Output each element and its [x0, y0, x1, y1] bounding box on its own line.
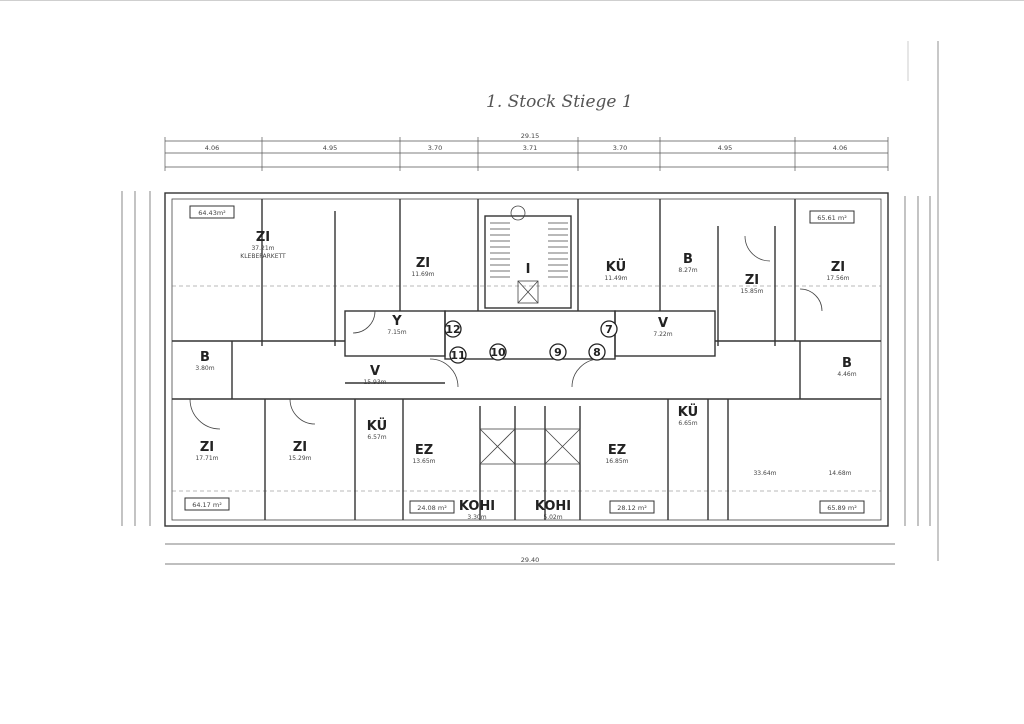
room-area: 37.21m — [251, 245, 274, 252]
room-name: ZI — [293, 440, 307, 455]
unit-area-box — [409, 500, 455, 514]
unit-area-box — [819, 500, 865, 514]
door-number: 10 — [490, 346, 506, 359]
room-area: 11.49m — [604, 275, 627, 282]
room-area: 15.85m — [740, 288, 763, 295]
door-number: 7 — [605, 323, 613, 336]
dim-top-seg: 3.70 — [428, 144, 442, 152]
room-name: KÜ — [606, 259, 626, 275]
dim-top-seg: 4.95 — [718, 144, 732, 152]
room-area: 7.22m — [653, 331, 672, 338]
room-name: Y — [391, 314, 402, 329]
room-area: 17.71m — [195, 455, 218, 462]
room-name: EZ — [608, 443, 626, 458]
unit-area-box — [184, 497, 230, 511]
room-name: KÜ — [367, 418, 387, 434]
door-number: 8 — [593, 346, 601, 359]
bottom-dimension-chain: 29.40 — [165, 543, 895, 565]
stair-label: I — [526, 262, 531, 277]
room-name: ZI — [256, 230, 270, 245]
room-name: V — [370, 364, 380, 379]
room-area: 13.65m — [412, 458, 435, 465]
unit-area: 28.12 m² — [617, 504, 647, 512]
room-area: 7.15m — [387, 329, 406, 336]
room-name: KOHI — [459, 499, 495, 514]
room-area: 14.68m — [828, 470, 851, 477]
room-area: 6.65m — [678, 420, 697, 427]
room-area: 6.57m — [367, 434, 386, 441]
room-name: KÜ — [678, 404, 698, 420]
room-name: KOHI — [535, 499, 571, 514]
dim-top-total: 29.15 — [521, 132, 540, 140]
room-note: KLEBEPARKETT — [240, 253, 286, 260]
door-number: 12 — [445, 323, 460, 336]
stair-core: I — [484, 205, 572, 309]
dim-top-seg: 3.70 — [613, 144, 627, 152]
room-area: 3.30m — [467, 514, 486, 521]
unit-area-boxes: 64.43m² 65.61 m² 64.17 m² 24.08 m² 28.12 m² 6… — [184, 205, 865, 514]
room-area: 8.27m — [678, 267, 697, 274]
unit-area-box — [189, 205, 235, 219]
room-area: 15.29m — [288, 455, 311, 462]
unit-area: 65.89 m² — [827, 504, 857, 512]
door-number: 11 — [450, 349, 465, 362]
room-name: V — [658, 316, 668, 331]
room-name: EZ — [415, 443, 433, 458]
plan-title: 1. Stock Stiege 1 — [486, 92, 633, 112]
room-name: ZI — [416, 256, 430, 271]
room-area: 11.69m — [411, 271, 434, 278]
unit-area: 64.43m² — [198, 209, 226, 217]
room-area: 3.80m — [195, 365, 214, 372]
room-area: 4.46m — [837, 371, 856, 378]
interior-walls — [172, 199, 881, 520]
room-name: B — [200, 350, 210, 365]
room-name: B — [842, 356, 852, 371]
dim-top-seg: 4.06 — [833, 144, 847, 152]
door-numbers: 12 11 10 9 8 7 — [444, 320, 618, 364]
top-dimension-chain: 29.15 4.06 4.95 3.70 3.71 3.70 4.95 4.06 — [164, 132, 889, 171]
room-name: ZI — [200, 440, 214, 455]
room-area: 16.85m — [605, 458, 628, 465]
room-area: 15.93m — [363, 379, 386, 386]
room-area: 17.56m — [826, 275, 849, 282]
dim-top-seg: 4.06 — [205, 144, 219, 152]
dim-top-seg: 4.95 — [323, 144, 337, 152]
room-area: 5.02m — [543, 514, 562, 521]
room-name: ZI — [745, 273, 759, 288]
dim-top-seg: 3.71 — [523, 144, 537, 152]
dim-bottom-total: 29.40 — [521, 556, 540, 564]
door-number: 9 — [554, 346, 562, 359]
unit-area-box — [809, 210, 855, 224]
room-name: B — [683, 252, 693, 267]
unit-area: 64.17 m² — [192, 501, 222, 509]
unit-area-box — [609, 500, 655, 514]
side-dimension-chains — [121, 191, 931, 526]
unit-area: 65.61 m² — [817, 214, 847, 222]
room-area: 33.64m — [753, 470, 776, 477]
unit-area: 24.08 m² — [417, 504, 447, 512]
room-name: ZI — [831, 260, 845, 275]
